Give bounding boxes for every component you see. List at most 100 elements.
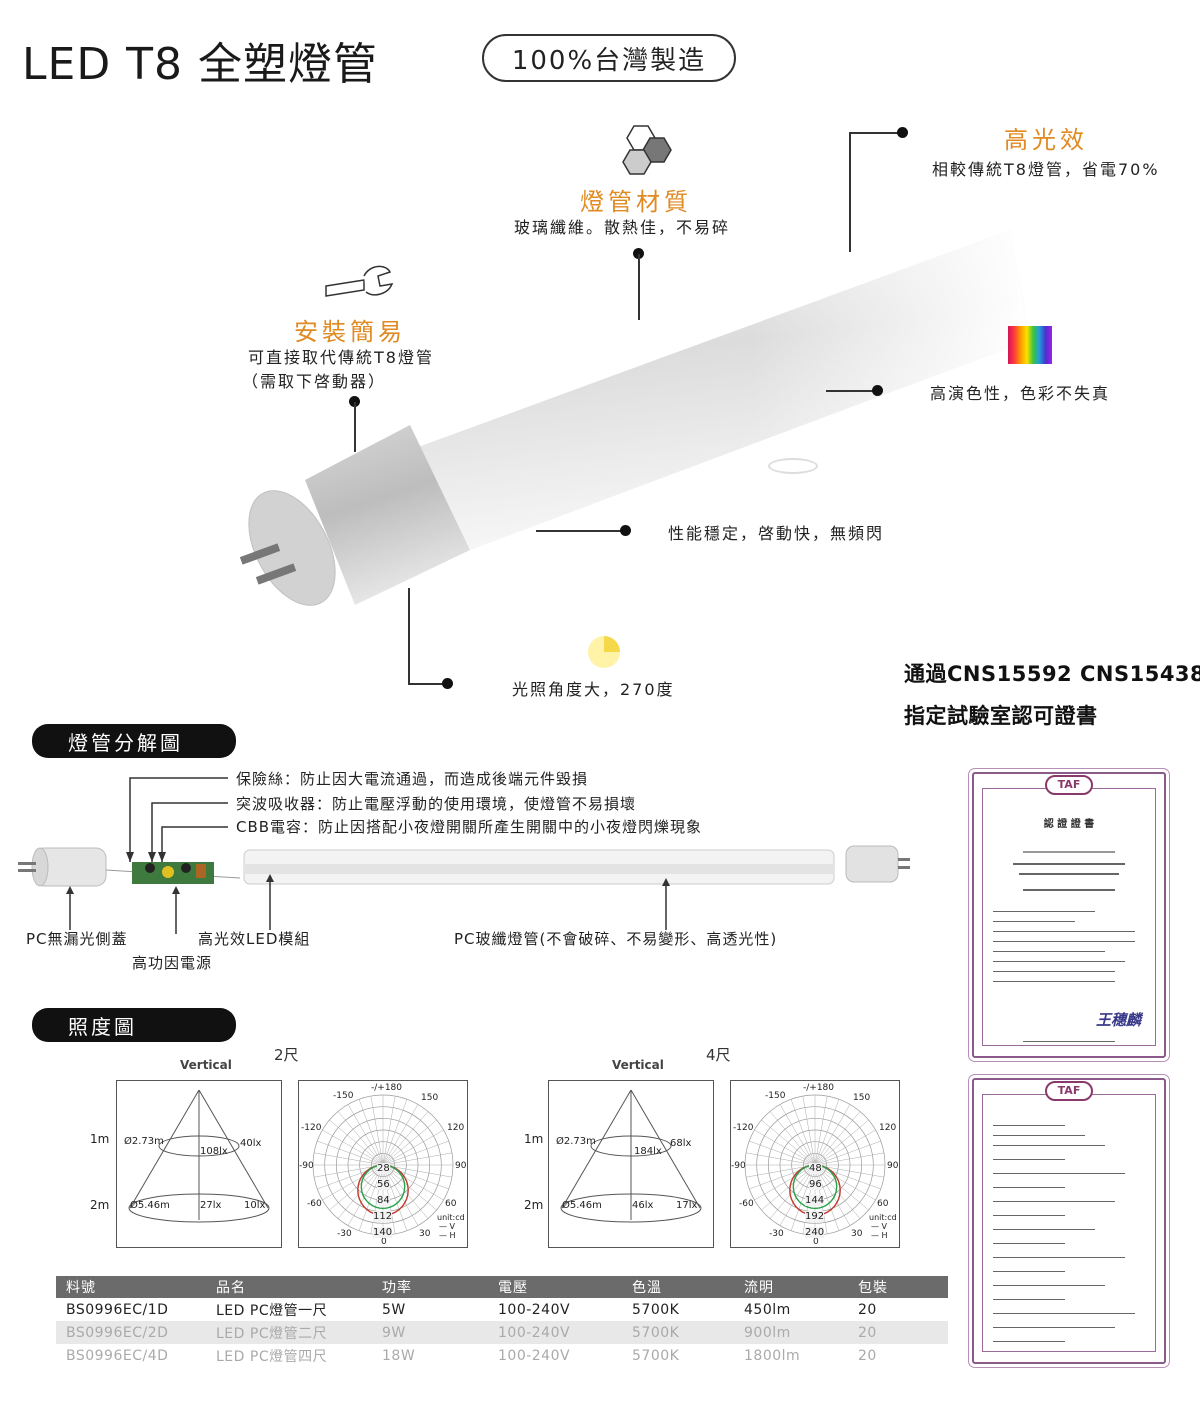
- page-title: LED T8 全塑燈管: [22, 39, 379, 90]
- polar-grid-spoke: [814, 1099, 840, 1166]
- polar-angle-tr: 150: [421, 1093, 439, 1103]
- install-title: 安裝簡易: [294, 318, 406, 346]
- angle-leader-h: [408, 683, 446, 685]
- polar-grid-spoke: [329, 1164, 384, 1211]
- polar-ring-label: 56: [377, 1179, 390, 1190]
- polar-grid-spoke: [814, 1164, 881, 1190]
- cell-part-no: BS0996EC/4D: [66, 1347, 169, 1364]
- polar-angle-br: 60: [877, 1199, 889, 1209]
- material-dot: [633, 248, 644, 259]
- cell-name: LED PC燈管一尺: [216, 1302, 328, 1319]
- ring-icon: [768, 458, 818, 474]
- material-text: 玻璃纖維。散熱佳，不易碎: [514, 218, 731, 237]
- angle-leader-v: [408, 588, 410, 684]
- surge-label: 突波吸收器：防止電壓浮動的使用環境，使燈管不易損壞: [236, 795, 637, 813]
- illuminance-header: 照度圖: [32, 1008, 236, 1042]
- color-leader: [826, 390, 876, 392]
- polar-grid-spoke: [814, 1129, 876, 1166]
- polar-grid-spoke: [761, 1164, 816, 1211]
- polar-ring-label: 140: [373, 1227, 393, 1238]
- polar-grid-spoke: [317, 1164, 384, 1190]
- polar-grid-spoke: [754, 1129, 816, 1166]
- cone-diagram-4ft: [548, 1080, 714, 1248]
- col-header-lumen: 流明: [734, 1276, 848, 1298]
- size-4ft-label: 4尺: [706, 1046, 731, 1064]
- col-header-name: 品名: [206, 1276, 372, 1298]
- polar-ring-label: 192: [805, 1211, 825, 1222]
- polar-angle-tr: 150: [853, 1093, 871, 1103]
- polar-legend-v: — V: [439, 1222, 456, 1231]
- vertical-label-1: Vertical: [180, 1058, 232, 1072]
- color-spectrum-icon: [1008, 326, 1052, 364]
- polar-angle-bbr: 30: [851, 1229, 863, 1239]
- polar-ring-label: 112: [373, 1211, 393, 1222]
- polar-angle-ml: -120: [733, 1123, 754, 1133]
- polar-grid-spoke: [814, 1164, 851, 1226]
- polar-grid-spoke: [814, 1119, 869, 1166]
- lux-1b-label-2: 68lx: [670, 1138, 692, 1149]
- polar-grid-spoke: [322, 1129, 384, 1166]
- polar-angle-br: 60: [445, 1199, 457, 1209]
- polar-angle-mr: 120: [447, 1123, 465, 1133]
- polar-grid-spoke: [337, 1164, 384, 1219]
- polar-angle-top: -/+180: [803, 1083, 834, 1093]
- polar-grid-spoke: [382, 1104, 419, 1166]
- cell-package: 20: [858, 1347, 877, 1364]
- cbb-label: CBB電容：防止因搭配小夜燈開關所產生開關中的小夜燈閃爍現象: [236, 818, 703, 836]
- polar-grid-spoke: [814, 1152, 884, 1166]
- cell-color-temp: 5700K: [632, 1301, 680, 1318]
- polar-grid-spoke: [779, 1164, 816, 1226]
- polar-grid-spoke: [382, 1164, 444, 1201]
- polar-ring-label: 84: [377, 1195, 390, 1206]
- lab-cert-text: 指定試驗室認可證書: [904, 704, 1098, 728]
- table-row: BS0996EC/2D LED PC燈管二尺 9W 100-240V 5700K…: [56, 1321, 948, 1344]
- lux-2a-label-1: 27lx: [200, 1200, 222, 1211]
- polar-chart-4ft: -/+180 -150 150 -120 120 -90 90 -60 60 -…: [730, 1080, 900, 1248]
- polar-curve-h: [360, 1164, 406, 1210]
- polar-legend-h: — H: [439, 1231, 456, 1240]
- cell-voltage: 100-240V: [488, 1321, 622, 1344]
- wrench-icon: [325, 265, 394, 297]
- efficiency-leader-h: [849, 132, 901, 134]
- power-label: 高功因電源: [132, 954, 213, 972]
- certificate-card-2: TAF: [972, 1078, 1166, 1364]
- distance-1m-label-2: 1m: [524, 1132, 544, 1146]
- cell-power: 9W: [372, 1321, 488, 1344]
- polar-legend-h: — H: [871, 1231, 888, 1240]
- polar-grid-spoke: [382, 1164, 419, 1226]
- tube-label: PC玻纖燈管(不會破碎、不易變形、高透光性): [454, 930, 778, 948]
- polar-grid-spoke: [754, 1164, 816, 1201]
- polar-angle-ml: -120: [301, 1123, 322, 1133]
- polar-grid-spoke: [370, 1164, 384, 1234]
- polar-grid-spoke: [814, 1164, 884, 1178]
- light-angle-icon: [588, 636, 620, 668]
- cell-name: LED PC燈管四尺: [216, 1348, 328, 1365]
- polar-unit-label: unit:cd: [869, 1213, 897, 1222]
- polar-angle-tl: -150: [333, 1091, 354, 1101]
- polar-grid-spoke: [746, 1152, 816, 1166]
- distance-2m-label-2: 2m: [524, 1198, 544, 1212]
- polar-ring-label: 144: [805, 1195, 825, 1206]
- polar-grid-spoke: [814, 1111, 861, 1166]
- polar-grid-spoke: [382, 1164, 437, 1211]
- end-cap-right: [845, 845, 910, 883]
- polar-unit-label: unit:cd: [437, 1213, 465, 1222]
- stable-text: 性能穩定，啓動快，無頻閃: [668, 524, 885, 543]
- polar-chart-2ft: -/+180 -150 150 -120 120 -90 90 -60 60 -…: [298, 1080, 468, 1248]
- polar-angle-l: -90: [731, 1161, 746, 1171]
- fuse-label: 保險絲：防止因大電流通過，而造成後端元件毀損: [236, 770, 589, 788]
- polar-grid-spoke: [382, 1164, 408, 1231]
- polar-grid-spoke: [347, 1164, 384, 1226]
- diameter-1-label-2: Ø2.73m: [556, 1136, 596, 1147]
- polar-angle-mr: 120: [879, 1123, 897, 1133]
- polar-ring-label: 28: [377, 1163, 390, 1174]
- col-header-part-no: 料號: [56, 1276, 206, 1298]
- polar-angle-bl: -60: [739, 1199, 754, 1209]
- distance-1m-label-1: 1m: [90, 1132, 110, 1146]
- polar-grid-spoke: [382, 1164, 429, 1219]
- polar-grid-spoke: [749, 1164, 816, 1190]
- polar-grid-spoke: [814, 1164, 840, 1231]
- polar-grid-spoke: [746, 1164, 816, 1178]
- polar-grid-spoke: [814, 1140, 881, 1166]
- cell-name: LED PC燈管二尺: [206, 1321, 372, 1344]
